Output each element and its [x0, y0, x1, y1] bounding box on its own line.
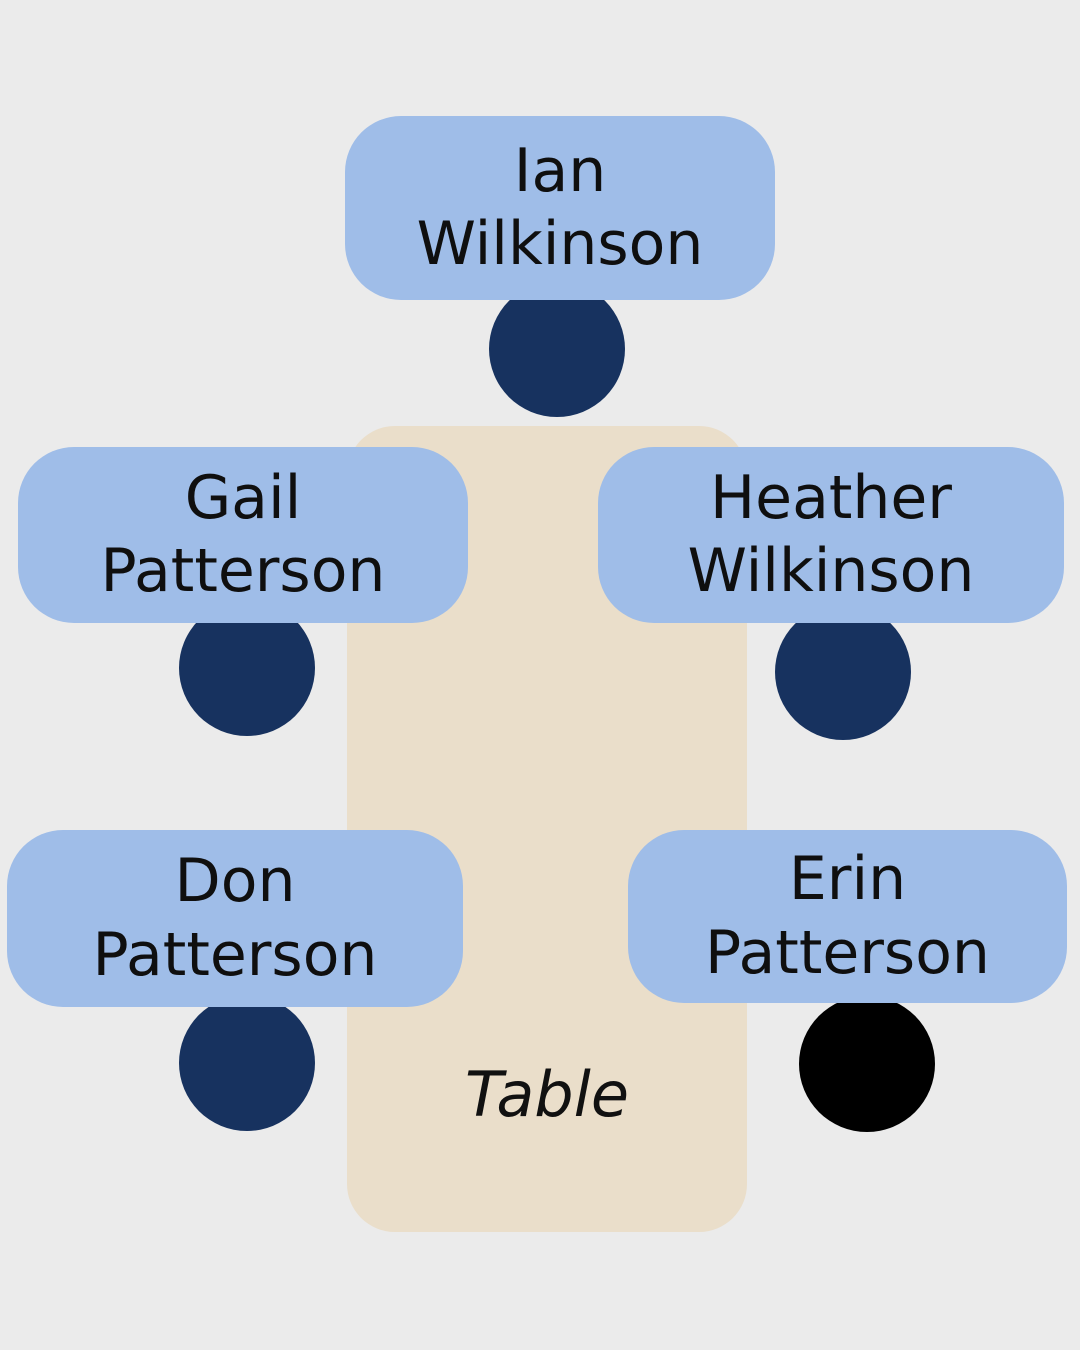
seat-circle-ian-wilkinson — [489, 281, 625, 417]
name-last-line: Patterson — [705, 917, 990, 988]
name-last-line: Patterson — [92, 919, 378, 990]
name-tag-don-patterson: Don Patterson — [7, 830, 463, 1007]
name-first-line: Don — [174, 846, 296, 917]
name-last-line: Wilkinson — [416, 209, 704, 279]
seat-circle-heather-wilkinson — [775, 604, 911, 740]
name-last-line: Patterson — [100, 536, 386, 606]
name-first-line: Heather — [710, 462, 952, 533]
name-first-line: Erin — [788, 844, 907, 915]
name-first-line: Gail — [184, 462, 302, 533]
name-last-line: Wilkinson — [687, 536, 975, 606]
seat-circle-don-patterson — [179, 995, 315, 1131]
name-tag-erin-patterson: Erin Patterson — [628, 830, 1067, 1003]
name-first-line: Ian — [513, 135, 607, 206]
table-label: Table — [464, 1058, 630, 1131]
seat-circle-erin-patterson — [799, 996, 935, 1132]
name-tag-heather-wilkinson: Heather Wilkinson — [598, 447, 1064, 623]
name-tag-gail-patterson: Gail Patterson — [18, 447, 468, 623]
name-tag-ian-wilkinson: Ian Wilkinson — [345, 116, 775, 300]
